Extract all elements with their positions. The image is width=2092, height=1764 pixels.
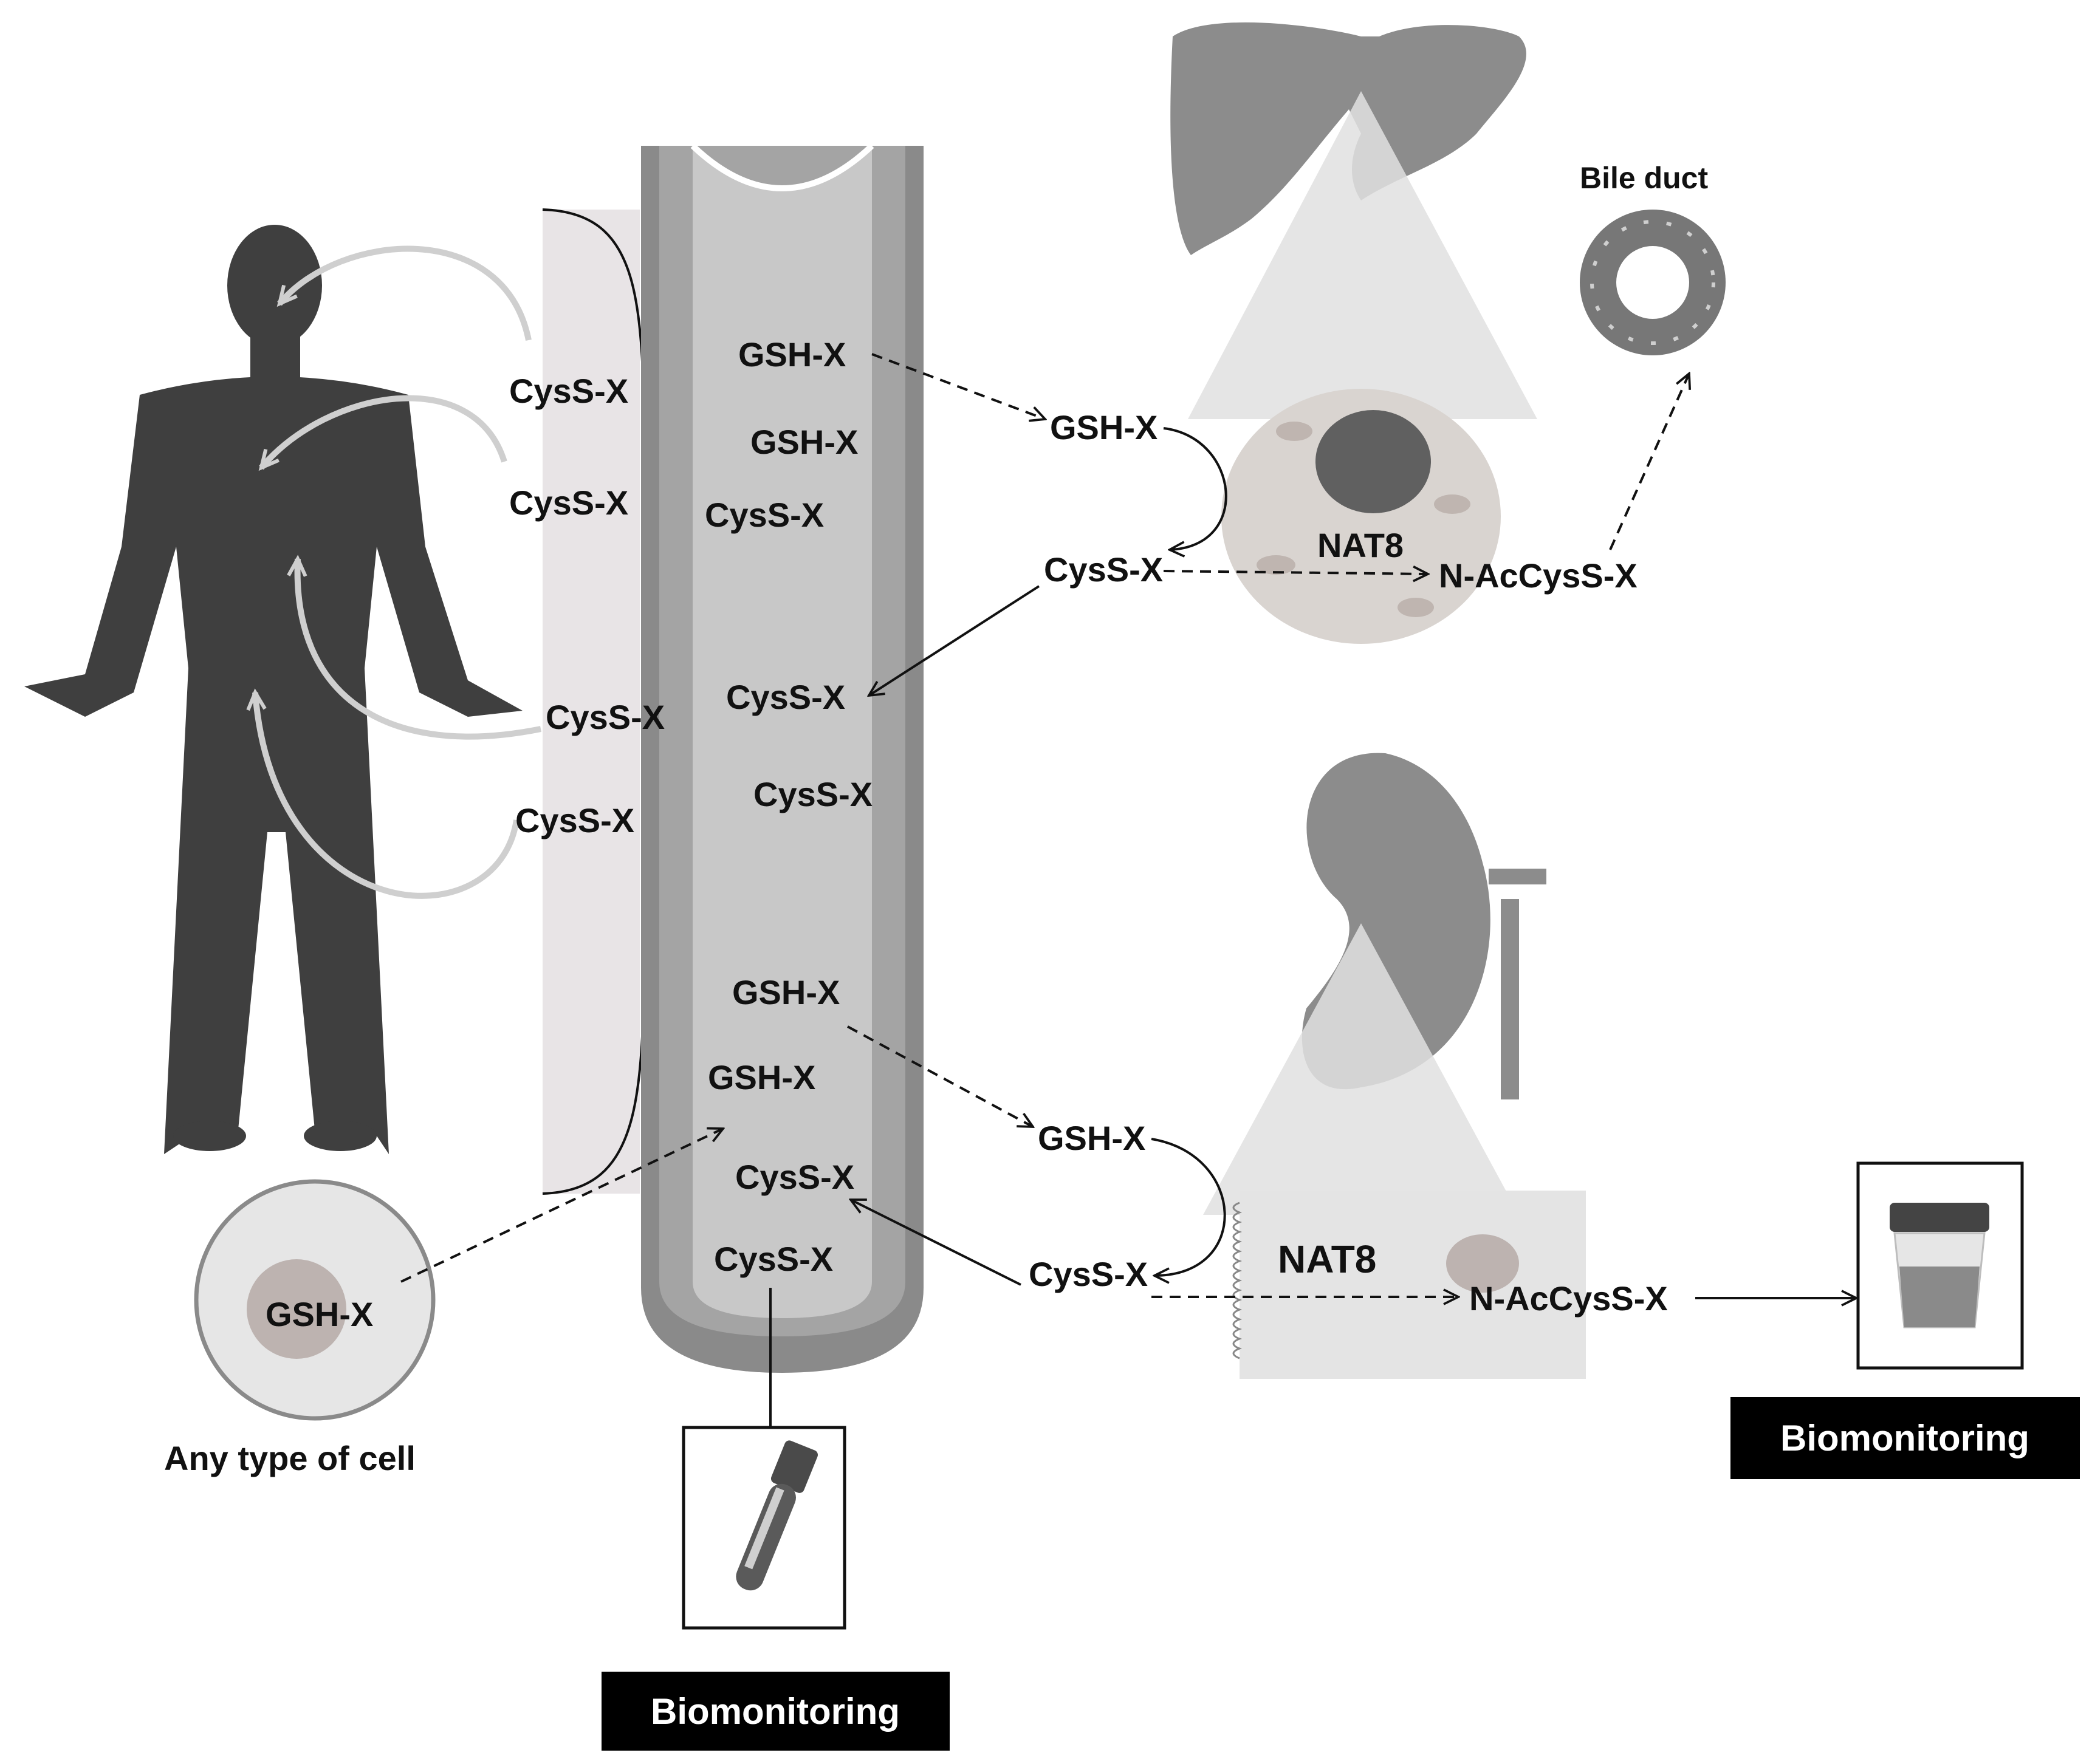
liver-nat8-label: NAT8 [1317,526,1404,564]
liver-cyss-to-vessel-arrow [869,585,1040,696]
blood-biomonitoring-label: Biomonitoring [651,1691,900,1732]
kidney-nac-label: N-AcCysS-X [1469,1279,1668,1318]
vessel-gsh-low-1: GSH-X [732,973,840,1011]
liver-gsh-label: GSH-X [1050,408,1157,446]
liver-gsh-to-cyss-arrow [1163,427,1227,550]
cell-caption: Any type of cell [164,1439,416,1477]
vessel-gsh-low-2: GSH-X [708,1058,815,1096]
generic-cell-icon [194,1179,436,1421]
body-cyss-2: CysS-X [509,484,628,522]
body-cyss-4: CysS-X [515,801,634,839]
urine-cup-icon [1890,1203,1989,1328]
bile-duct-icon [1580,210,1726,355]
vessel-cyss-low-1: CysS-X [735,1158,854,1196]
vessel-gsh-top-1: GSH-X [738,335,846,374]
vessel-gsh-top-2: GSH-X [750,423,858,461]
blood-biomonitoring-box [602,1672,950,1751]
body-cyss-1: CysS-X [509,372,628,410]
vessel-cyss-mid-1: CysS-X [726,678,845,716]
urine-biomonitoring-box [1730,1397,2080,1479]
blood-vessel [641,143,924,1373]
human-body-icon [24,225,523,1154]
blood-tube-icon [736,1440,818,1591]
kidney-gsh-label: GSH-X [1038,1119,1145,1157]
kidney-cyss-label: CysS-X [1029,1255,1148,1293]
liver-cyss-label: CysS-X [1044,550,1163,589]
vessel-to-liver-arrow [871,353,1045,419]
liver-cyss-to-nac-arrow [1163,571,1428,574]
liver-nac-to-bile-arrow [1609,374,1689,550]
urine-biomonitoring-label: Biomonitoring [1780,1418,2029,1458]
liver-icon [1170,22,1537,644]
kidney-cyss-to-vessel-arrow [851,1200,1021,1286]
kidney-gsh-to-cyss-arrow [1151,1138,1226,1276]
vessel-cyss-top: CysS-X [705,496,824,534]
kidney-nat8-label: NAT8 [1278,1237,1376,1281]
bile-duct-label: Bile duct [1580,161,1708,195]
vessel-cyss-low-2: CysS-X [714,1240,833,1278]
vessel-cyss-mid-2: CysS-X [753,775,873,813]
cell-to-vessel-arrow [400,1129,723,1283]
liver-nac-label: N-AcCysS-X [1439,556,1638,595]
body-cyss-3: CysS-X [546,698,665,736]
circulation-arcs [246,245,541,899]
kidney-icon [1203,753,1586,1379]
cell-gsh-label: GSH-X [266,1295,373,1333]
plasma-band [543,210,640,1194]
